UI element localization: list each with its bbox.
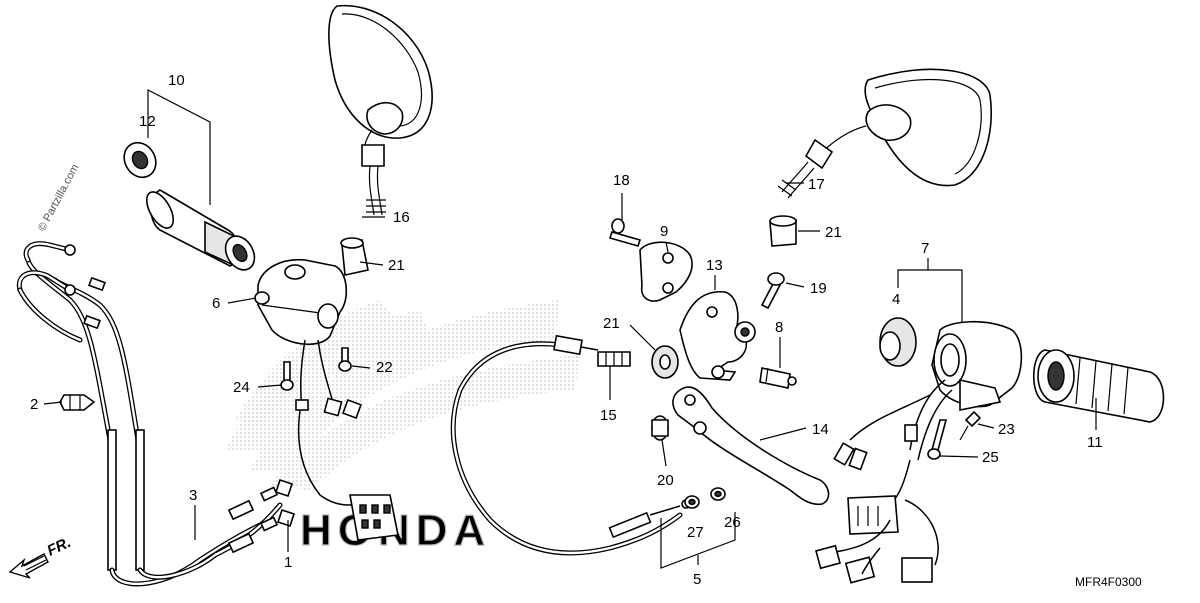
clutch-lever-assembly <box>597 218 830 506</box>
callout-12: 12 <box>139 113 156 130</box>
callout-6: 6 <box>212 295 220 312</box>
callout-16: 16 <box>393 209 410 226</box>
callout-15: 15 <box>600 407 617 424</box>
callout-9: 9 <box>660 223 668 240</box>
right-mirror <box>777 68 993 199</box>
callout-21-left: 21 <box>388 257 405 274</box>
callout-7: 7 <box>921 240 929 257</box>
callout-3: 3 <box>189 487 197 504</box>
diagram-code: MFR4F0300 <box>1075 575 1142 589</box>
left-mirror <box>328 4 433 216</box>
leader-lines <box>43 89 1097 569</box>
callout-28: 27 <box>687 524 704 541</box>
callout-22: 21 <box>603 315 620 332</box>
callout-labels: 10 12 16 21 6 24 22 2 3 1 18 9 13 19 8 2… <box>30 72 1103 588</box>
watermark-text: © Partzilla.com <box>36 162 81 233</box>
callout-5: 5 <box>693 571 701 588</box>
callout-14: 14 <box>812 421 829 438</box>
callout-18: 18 <box>613 172 630 189</box>
callout-13: 13 <box>706 257 723 274</box>
throttle-cables <box>16 241 296 587</box>
honda-wing-logo: HONDA <box>225 300 580 556</box>
front-direction-arrow: FR. <box>8 534 74 579</box>
callout-2: 2 <box>30 396 38 413</box>
cable-clip <box>59 394 96 411</box>
callout-4: 4 <box>892 291 900 308</box>
right-grip <box>1033 349 1165 423</box>
right-switch-housing <box>815 317 1023 584</box>
callout-25: 24 <box>233 379 250 396</box>
callout-26: 25 <box>982 449 999 466</box>
callout-21-right: 21 <box>825 224 842 241</box>
callout-19: 19 <box>810 280 827 297</box>
callout-1: 1 <box>284 554 292 571</box>
left-switch-housing <box>254 259 399 541</box>
fasteners <box>280 215 982 509</box>
callout-27: 26 <box>724 514 741 531</box>
callout-20: 20 <box>657 472 674 489</box>
front-label: FR. <box>45 534 74 560</box>
left-grip-assembly <box>123 141 256 271</box>
callout-10: 10 <box>168 72 185 89</box>
clutch-cable <box>450 334 691 556</box>
callout-24: 23 <box>998 421 1015 438</box>
callout-11: 11 <box>1087 434 1103 451</box>
callout-23: 22 <box>376 359 393 376</box>
callout-17: 17 <box>808 176 825 193</box>
callout-8: 8 <box>775 319 783 336</box>
